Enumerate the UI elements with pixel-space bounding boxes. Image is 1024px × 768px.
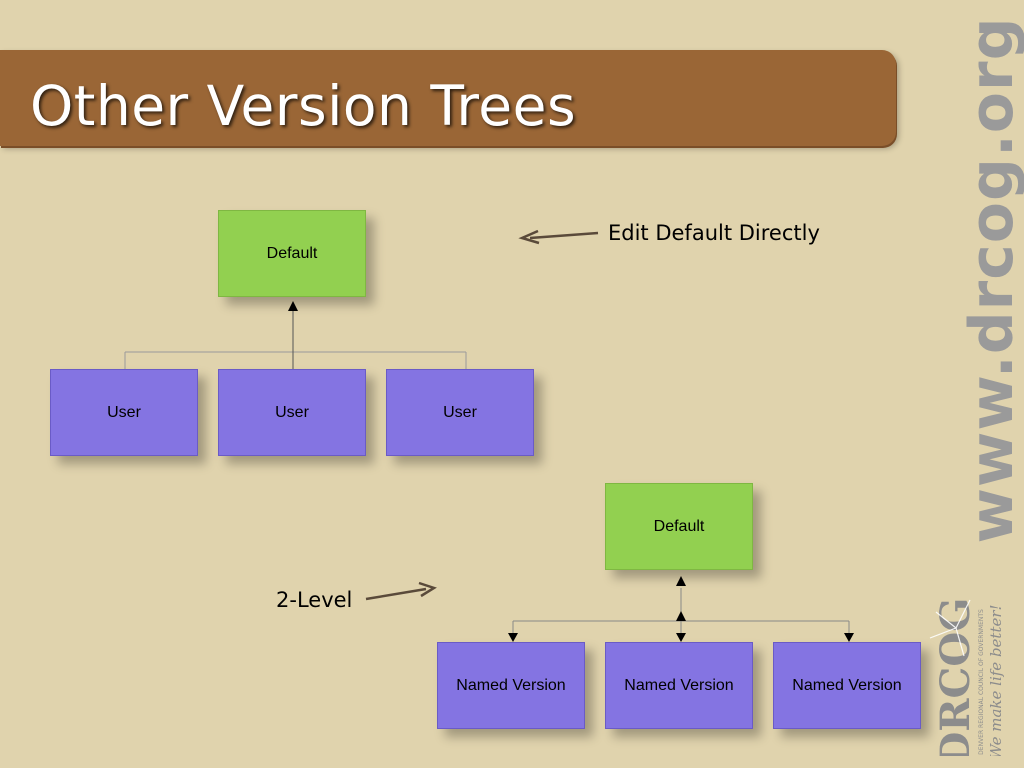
logo-subtitle: DENVER REGIONAL COUNCIL OF GOVERNMENTS <box>978 609 985 755</box>
d2-annotation-arrow-line <box>365 587 427 601</box>
logo-star <box>929 599 971 657</box>
d2-annotation-arrowhead <box>418 581 437 598</box>
d2-named-version-node-3: Named Version <box>773 642 921 729</box>
side-url: www.drcog.org <box>957 0 1024 560</box>
d2-arrowhead-up-top <box>676 576 686 586</box>
d2-named-version-node-2: Named Version <box>605 642 753 729</box>
logo-tagline: We make life better! <box>987 604 1005 756</box>
side-url-text: www.drcog.org <box>957 16 1024 544</box>
d2-named-version-node-1: Named Version <box>437 642 585 729</box>
d1-user-node-3: User <box>386 369 534 456</box>
d2-arrowhead-up-mid <box>676 611 686 621</box>
d1-annotation-arrow-line <box>529 231 599 240</box>
d2-default-node: Default <box>605 483 753 570</box>
drcog-logo: DRCOG DENVER REGIONAL COUNCIL OF GOVERNM… <box>929 598 1005 756</box>
d1-default-node: Default <box>218 210 366 297</box>
d1-annotation-arrowhead <box>518 229 540 245</box>
d2-annotation-label: 2-Level <box>276 588 353 612</box>
title-bar <box>0 50 896 146</box>
d2-arrowhead-down-right <box>844 633 854 642</box>
d1-arrowhead-up <box>288 301 298 311</box>
slide-title: Other Version Trees <box>30 74 577 138</box>
d1-user-node-2: User <box>218 369 366 456</box>
logo-text: DRCOG <box>932 598 979 756</box>
d2-arrowhead-down-left <box>508 633 518 642</box>
d1-user-node-1: User <box>50 369 198 456</box>
d2-arrowhead-down-mid <box>676 633 686 642</box>
d1-annotation-label: Edit Default Directly <box>608 221 820 245</box>
